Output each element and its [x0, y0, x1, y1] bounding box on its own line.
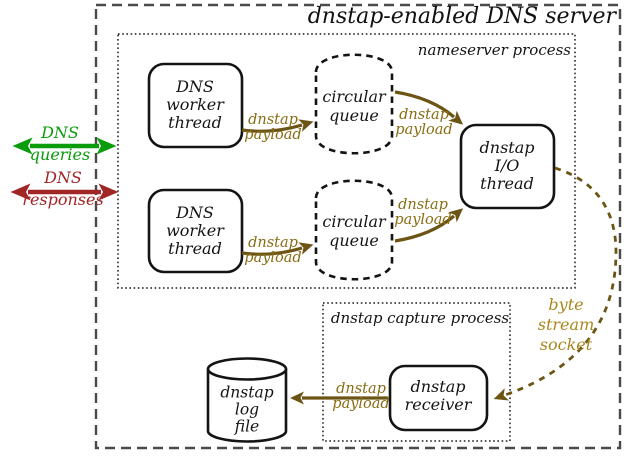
- payload-label-5: dnstap payload: [332, 381, 390, 412]
- circular-queue-1-shape: [314, 53, 394, 155]
- circular-queue-2-label: circular queue: [322, 212, 386, 250]
- receiver-label: dnstap receiver: [404, 377, 472, 414]
- payload-arrow-worker1-to-queue1: [241, 119, 314, 133]
- worker-thread-1-box: [147, 62, 244, 149]
- payload-label-2: dnstap payload: [395, 107, 453, 138]
- io-thread-box: [459, 123, 556, 210]
- log-file-label: dnstap log file: [220, 383, 274, 436]
- payload-arrow-worker2-to-queue2: [241, 242, 314, 256]
- receiver-box: [388, 364, 489, 432]
- payload-label-3: dnstap payload: [244, 235, 302, 266]
- worker-thread-2-label: DNS worker thread: [166, 203, 224, 258]
- worker-thread-2-box: [147, 188, 244, 274]
- diagram-title: dnstap-enabled DNS server: [307, 4, 616, 29]
- worker-thread-1-label: DNS worker thread: [166, 77, 224, 132]
- capture-process-boundary: [322, 302, 511, 442]
- circular-queue-1-label: circular queue: [322, 87, 386, 125]
- payload-label-1: dnstap payload: [244, 112, 302, 143]
- log-file-cylinder-lid: [206, 368, 288, 381]
- byte-stream-socket-label: byte stream socket: [537, 295, 595, 354]
- dns-responses-label: DNS responses: [22, 168, 104, 209]
- payload-arrow-queue1-to-io: [394, 90, 464, 125]
- nameserver-process-label: nameserver process: [417, 41, 571, 59]
- dns-queries-label: DNS queries: [29, 123, 91, 164]
- payload-label-4: dnstap payload: [394, 197, 452, 228]
- circular-queue-2-shape: [314, 179, 394, 281]
- capture-process-label: dnstap capture process: [330, 309, 510, 327]
- byte-stream-socket-curve: [493, 166, 618, 401]
- io-thread-label: dnstap I/O thread: [479, 138, 535, 193]
- payload-arrow-queue2-to-io: [394, 208, 464, 243]
- dns-server-boundary: [94, 3, 622, 450]
- nameserver-process-boundary: [117, 33, 576, 289]
